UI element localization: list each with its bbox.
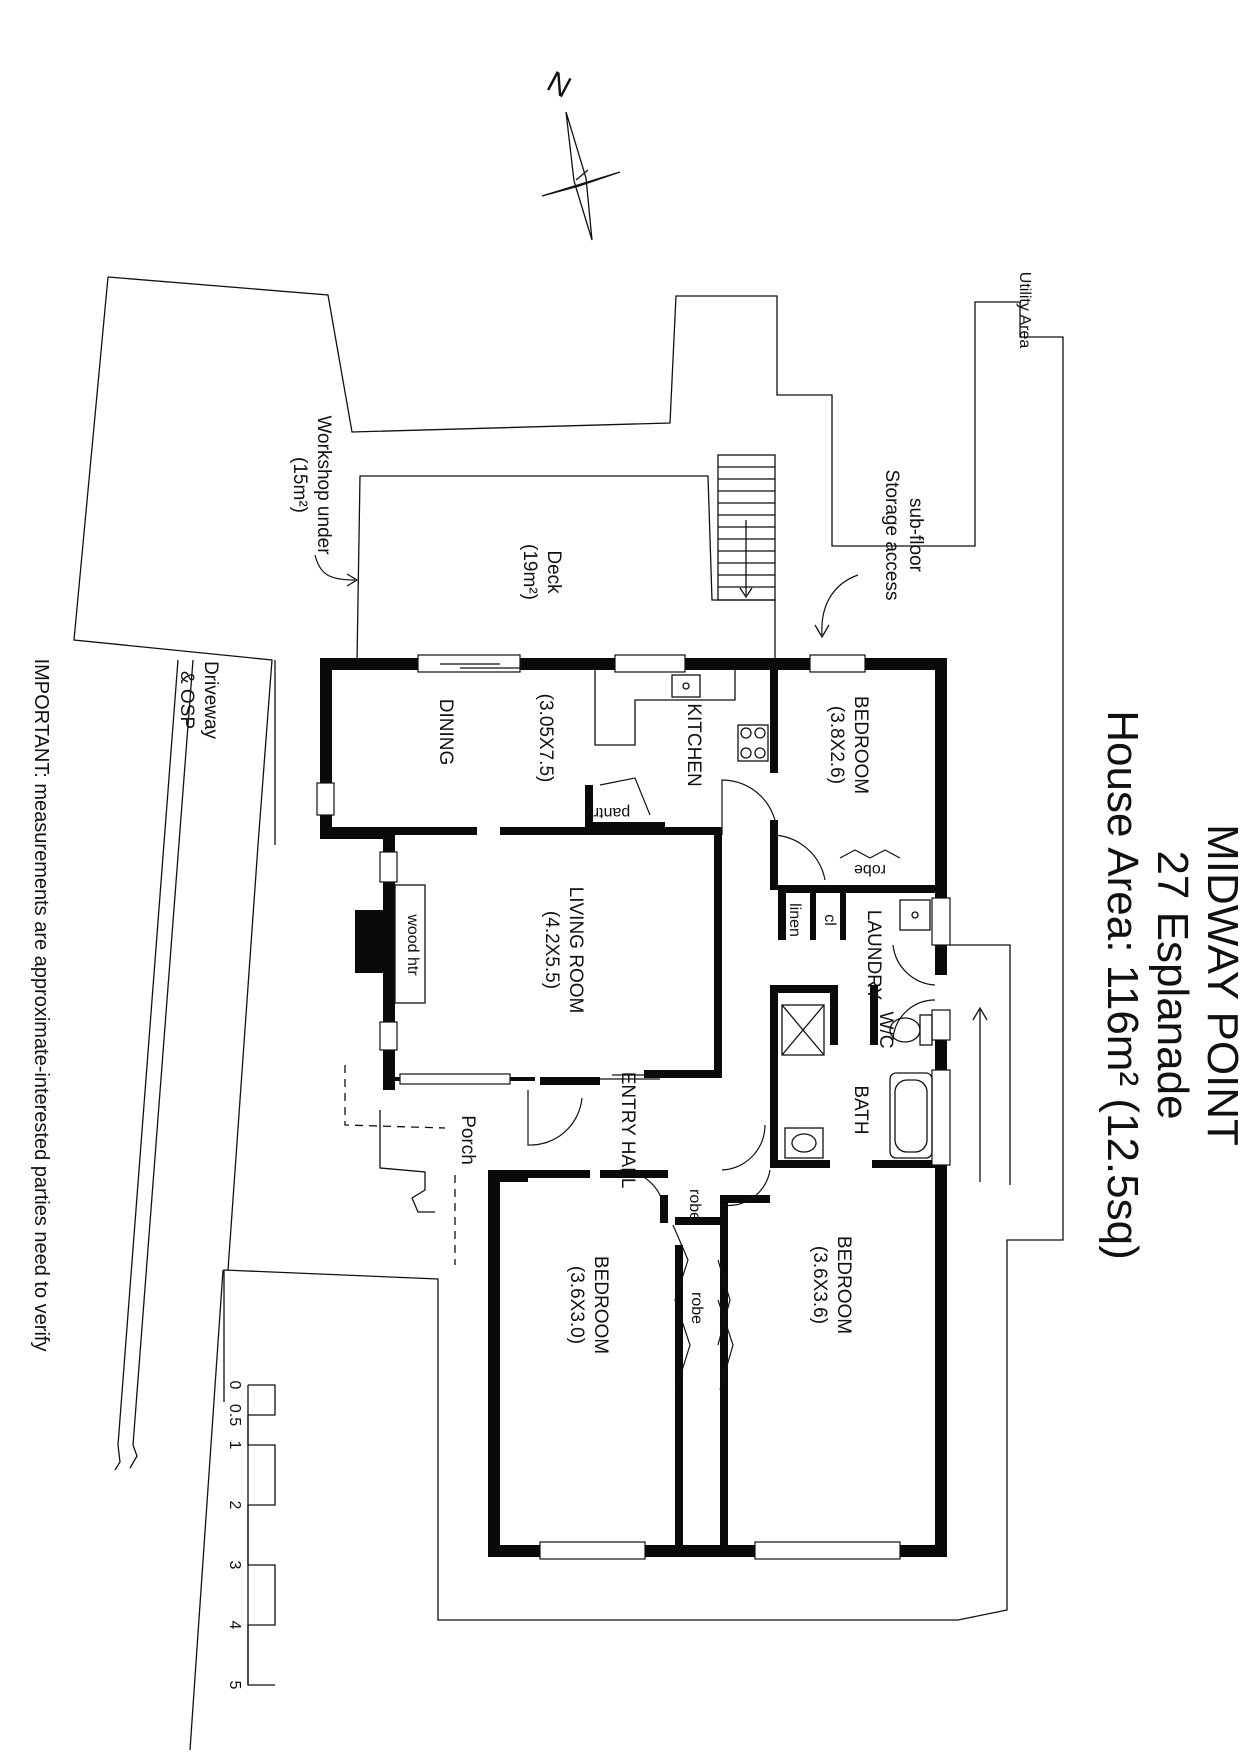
bedroom-se-name: BEDROOM <box>833 1236 854 1334</box>
room-label-robe-hall: robe <box>686 1189 703 1221</box>
workshop-pointer-arrow <box>314 554 356 581</box>
deck-name: Deck <box>543 550 564 594</box>
deck-area: (19m²) <box>519 544 540 600</box>
label-deck: Deck (19m²) <box>519 544 564 600</box>
label-workshop: Workshop under (15m²) <box>289 415 334 555</box>
utility-name: Utility Area <box>1016 272 1033 349</box>
bedroom-sw-size: (3.6X3.0) <box>566 1266 587 1344</box>
room-label-robe-nw: robe <box>854 861 886 878</box>
porch-name: Porch <box>457 1115 478 1165</box>
subfloor-pointer-arrow <box>821 574 859 636</box>
bedroom-sw-name: BEDROOM <box>590 1256 611 1354</box>
room-label-bedroom-se: BEDROOM (3.6X3.6) <box>809 1236 854 1334</box>
room-label-porch: Porch <box>457 1115 478 1165</box>
entry-hall-name: ENTRY HALL <box>617 1072 638 1189</box>
cl-name: cl <box>821 914 838 926</box>
bedroom-se-size: (3.6X3.6) <box>809 1246 830 1324</box>
room-label-dining: (3.05X7.5) <box>535 694 556 783</box>
scale-tick-1: 1 <box>226 1441 243 1450</box>
workshop-line1: Workshop under <box>313 415 334 555</box>
room-label-robe-bed: robe <box>688 1292 705 1324</box>
label-wood-heater: wood htr <box>404 913 421 976</box>
robe-hall-name: robe <box>686 1189 703 1221</box>
wood-heater-name: wood htr <box>404 913 421 976</box>
scale-bar: 0 0.5 1 2 3 4 5 <box>226 1381 276 1690</box>
doors <box>440 663 936 1391</box>
living-size: (4.2X5.5) <box>541 911 562 989</box>
driveway-line1: Driveway <box>200 661 221 740</box>
kitchen-name: KITCHEN <box>683 703 704 786</box>
stairs <box>718 466 775 599</box>
bedroom-nw-name: BEDROOM <box>850 696 871 794</box>
scale-tick-05: 0.5 <box>226 1404 243 1426</box>
bath-name: BATH <box>850 1085 871 1134</box>
room-label-cl: cl <box>821 914 838 926</box>
linen-name: linen <box>786 903 803 937</box>
building-walls <box>320 658 947 1557</box>
workshop-line2: (15m²) <box>289 457 310 513</box>
disclaimer-notice: IMPORTANT: measurements are approximate-… <box>30 659 52 1352</box>
room-label-bath: BATH <box>850 1085 871 1134</box>
compass-north-label: N <box>542 65 577 104</box>
scale-tick-4: 4 <box>226 1621 243 1630</box>
title-block: MIDWAY POINT 27 Esplanade House Area: 11… <box>1098 710 1240 1259</box>
room-label-bedroom-nw: BEDROOM (3.8X2.6) <box>826 696 871 794</box>
room-label-linen: linen <box>786 903 803 937</box>
bedroom-nw-size: (3.8X2.6) <box>826 706 847 784</box>
title-house-area: House Area: 116m² (12.5sq) <box>1098 710 1147 1259</box>
scale-tick-0: 0 <box>226 1381 243 1390</box>
room-label-kitchen: KITCHEN <box>683 703 704 786</box>
room-label-dining-name: DINING <box>435 699 456 766</box>
north-compass: N <box>542 65 621 241</box>
room-label-pantry: pantry <box>586 804 630 821</box>
driveway-line2: & OSP <box>176 671 197 729</box>
wc-name: W/C <box>875 1012 896 1049</box>
room-label-bedroom-sw: BEDROOM (3.6X3.0) <box>566 1256 611 1354</box>
label-utility: Utility Area <box>1016 272 1033 349</box>
scale-tick-2: 2 <box>226 1501 243 1510</box>
dining-name: DINING <box>435 699 456 766</box>
label-subfloor: sub-floor Storage access <box>881 470 926 601</box>
subfloor-line1: sub-floor <box>905 498 926 573</box>
title-address: 27 Esplanade <box>1148 850 1197 1119</box>
notice-text: IMPORTANT: measurements are approximate-… <box>30 659 52 1352</box>
windows <box>316 654 951 1560</box>
subfloor-line2: Storage access <box>881 470 902 601</box>
pantry-name: pantry <box>586 804 630 821</box>
title-name: MIDWAY POINT <box>1198 824 1240 1146</box>
fixtures <box>594 670 933 1159</box>
laundry-name: LAUNDRY <box>863 910 884 1001</box>
room-label-laundry: LAUNDRY <box>863 910 884 1001</box>
label-driveway: Driveway & OSP <box>176 661 221 740</box>
scale-tick-3: 3 <box>226 1561 243 1570</box>
dining-size: (3.05X7.5) <box>535 694 556 783</box>
room-label-wc: W/C <box>875 1012 896 1049</box>
room-label-living: LIVING ROOM (4.2X5.5) <box>541 887 586 1014</box>
living-name: LIVING ROOM <box>565 887 586 1014</box>
site-outline <box>73 276 1064 1751</box>
scale-tick-5: 5 <box>226 1681 243 1690</box>
robe-bed-name: robe <box>688 1292 705 1324</box>
robe-nw-name: robe <box>854 861 886 878</box>
room-label-entry-hall: ENTRY HALL <box>617 1072 638 1189</box>
